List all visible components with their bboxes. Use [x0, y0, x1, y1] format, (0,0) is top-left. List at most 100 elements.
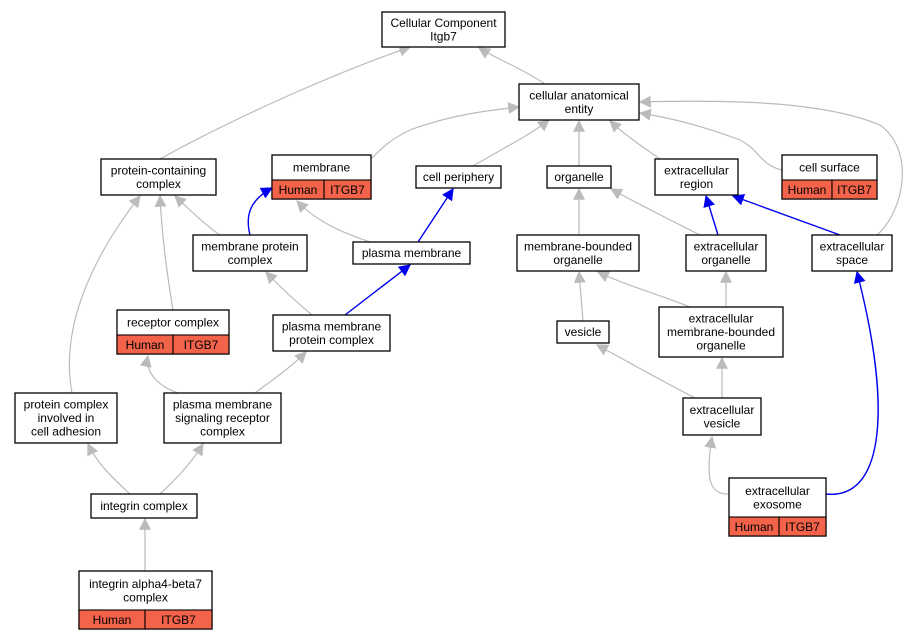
edge-exorg-to-organelle: [609, 188, 701, 236]
node-organelle[interactable]: organelle: [546, 165, 612, 189]
node-label-line: protein-containing: [111, 163, 206, 177]
node-label-line: vesicle: [565, 325, 602, 339]
node-label-line: complex: [123, 590, 168, 604]
node-integ[interactable]: integrin complex: [90, 493, 198, 519]
node-label-line: cell periphery: [423, 170, 494, 184]
node-label-line: complex: [228, 253, 273, 267]
node-box: [546, 165, 612, 189]
node-label-line: membrane: [293, 161, 351, 175]
edge-pcca-to-pcc: [68, 195, 141, 394]
edge-exves-to-vesicle: [595, 344, 696, 399]
gene-cell: [144, 609, 213, 630]
node-label-line: complex: [136, 177, 181, 191]
node-label-line: integrin alpha4-beta7: [89, 577, 202, 591]
node-label-line: extracellular: [820, 239, 885, 253]
edge-integ-to-pcca: [87, 442, 131, 495]
edge-pmsrc-to-recc: [139, 354, 179, 394]
node-label-line: exosome: [753, 497, 802, 511]
edge-layer: [68, 44, 903, 571]
gene-label: ITGB7: [330, 183, 365, 197]
node-label-line: protein complex: [289, 333, 374, 347]
node-label-line: involved in: [38, 411, 95, 425]
node-label-line: organelle: [701, 253, 751, 267]
node-box: [163, 392, 282, 444]
edge-vesicle-to-mbo: [573, 270, 586, 322]
edge-exo-to-exspace: [825, 270, 879, 495]
edge-exreg-to-cae: [609, 120, 661, 160]
node-label-line: extracellular: [664, 163, 729, 177]
node-box: [658, 306, 784, 358]
node-label-line: entity: [565, 102, 594, 116]
edge-cper-to-cae: [472, 119, 550, 167]
node-label-line: cell surface: [799, 161, 860, 175]
edge-mpc-to-membrane: [247, 187, 274, 236]
node-cper[interactable]: cell periphery: [415, 165, 502, 189]
edge-pmpc-to-pm: [344, 264, 411, 316]
node-label-line: region: [680, 177, 713, 191]
node-label-line: plasma membrane: [173, 398, 273, 412]
node-label-line: protein complex: [24, 398, 109, 412]
edge-exmbo-to-mbo: [596, 271, 691, 308]
node-label-line: membrane-bounded: [524, 239, 632, 253]
node-label-line: organelle: [696, 339, 746, 353]
edge-exorg-to-exreg: [703, 194, 719, 236]
node-label-line: receptor complex: [127, 316, 219, 330]
node-label-line: organelle: [553, 253, 603, 267]
gene-cell: [831, 179, 878, 200]
node-vesicle[interactable]: vesicle: [556, 320, 610, 344]
node-box: [415, 165, 502, 189]
node-label-line: extracellular: [745, 484, 810, 498]
edge-recc-to-pcc: [154, 194, 174, 311]
node-box: [682, 397, 762, 436]
node-box: [811, 234, 893, 272]
edge-membrane-to-cae: [369, 102, 521, 161]
edge-pm-to-membrane: [296, 200, 371, 243]
edge-exspace-to-exreg: [731, 194, 841, 236]
node-label-line: extracellular: [690, 403, 755, 417]
node-box: [685, 234, 767, 272]
node-label-line: organelle: [554, 170, 604, 184]
node-label-line: complex: [200, 425, 245, 439]
node-label-line: Cellular Component: [390, 16, 497, 30]
edge-cae-to-root: [477, 47, 546, 85]
gene-label: ITGB7: [785, 520, 820, 534]
node-label-line: cellular anatomical: [529, 88, 628, 102]
node-box: [556, 320, 610, 344]
gene-cell: [172, 334, 230, 355]
node-label-line: signaling receptor: [175, 411, 270, 425]
gene-label: ITGB7: [184, 338, 219, 352]
edge-pm-to-cper: [417, 187, 454, 243]
node-label-line: membrane-bounded: [667, 325, 775, 339]
node-pm[interactable]: plasma membrane: [352, 241, 471, 265]
node-box: [100, 158, 217, 196]
edge-csurf-to-cae: [638, 108, 783, 171]
gene-label: ITGB7: [161, 613, 196, 627]
node-label-line: cell adhesion: [31, 425, 101, 439]
species-label: Human: [735, 520, 774, 534]
node-box: [381, 11, 506, 48]
edge-pmpc-to-mpc: [265, 271, 313, 316]
node-box: [518, 83, 640, 121]
node-box: [90, 493, 198, 519]
species-label: Human: [279, 183, 318, 197]
edge-mpc-to-pcc: [174, 195, 221, 236]
